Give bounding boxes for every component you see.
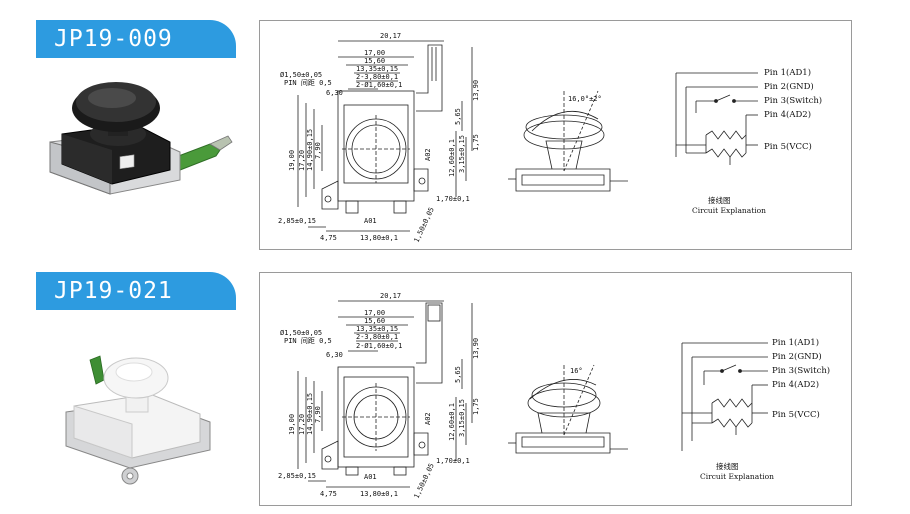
- pin-2-label: Pin 2(GND): [764, 81, 814, 92]
- pin-5-label: Pin 5(VCC): [764, 141, 812, 152]
- dim-w3-2: 13,35±0,15: [356, 325, 398, 333]
- pin-2-label-2: Pin 2(GND): [772, 351, 822, 362]
- dim-w4: 2-3,80±0,1: [356, 73, 398, 81]
- caption-en: Circuit Explanation: [692, 206, 766, 215]
- drawing-panel-1: 20,17 17,00 15,60 13,35±0,15 2-3,80±0,1 …: [259, 20, 852, 250]
- dim-hole-2: Ø1,50±0,05: [280, 329, 322, 337]
- dim-r5-2: 1,75: [472, 398, 480, 415]
- dim-box-b: A02: [424, 148, 432, 161]
- dim-width-top: 20,17: [380, 32, 401, 40]
- dim-w1: 17,00: [364, 49, 385, 57]
- dim-w5-2: 2-Ø1,60±0,1: [356, 342, 402, 350]
- dim-h1: 19,00: [288, 150, 296, 171]
- dim-angle-2: 16°: [570, 367, 583, 375]
- pin-3-label-2: Pin 3(Switch): [772, 365, 830, 376]
- dim-w2: 15,60: [364, 57, 385, 65]
- model-tag-2: JP19-021: [36, 272, 236, 310]
- dim-w4-2: 2-3,80±0,1: [356, 333, 398, 341]
- dim-angle: 16,0°±2°: [568, 95, 602, 103]
- dim-w5: 2-Ø1,60±0,1: [356, 81, 402, 89]
- dim-box-a-2: A01: [364, 473, 377, 481]
- dim-b5-2: 1,70±0,1: [436, 457, 470, 465]
- dim-b1-2: 2,85±0,15: [278, 472, 316, 480]
- pin-5-label-2: Pin 5(VCC): [772, 409, 820, 420]
- dim-r2: 13,90: [472, 80, 480, 101]
- dim-w3: 13,35±0,15: [356, 65, 398, 73]
- pin-1-label-2: Pin 1(AD1): [772, 337, 819, 348]
- dim-hole-note: PIN 间距 0,5: [284, 79, 332, 87]
- dim-b3-2: 13,80±0,1: [360, 490, 398, 498]
- dim-r5: 1,75: [472, 134, 480, 151]
- pin-3-label: Pin 3(Switch): [764, 95, 822, 106]
- model-label-1: JP19-009: [54, 26, 173, 52]
- model-tag-1: JP19-009: [36, 20, 236, 58]
- drawing-panel-2: 20,17 17,00 15,60 13,35±0,15 2-3,80±0,1 …: [259, 272, 852, 506]
- dim-h4-2: 7,90: [314, 406, 322, 423]
- dim-b2: 4,75: [320, 234, 337, 242]
- dim-box-b-2: A02: [424, 412, 432, 425]
- caption-cn-2: 接线图: [716, 461, 739, 471]
- dim-w1-2: 17,00: [364, 309, 385, 317]
- dim-w2-2: 15,60: [364, 317, 385, 325]
- dim-r4: 3,15±0,15: [458, 135, 466, 173]
- pin-4-label-2: Pin 4(AD2): [772, 379, 819, 390]
- dim-h2-2: 17,20: [298, 414, 306, 435]
- joystick-white-photo: [65, 355, 211, 485]
- dim-box-a: A01: [364, 217, 377, 225]
- pin-4-label: Pin 4(AD2): [764, 109, 811, 120]
- dim-r3-2: 12,60±0,1: [448, 403, 456, 441]
- dim-r1-2: 5,65: [454, 366, 462, 383]
- caption-en-2: Circuit Explanation: [700, 472, 774, 481]
- dim-b4: 1,50±0,05: [413, 206, 436, 244]
- dim-hole: Ø1,50±0,05: [280, 71, 322, 79]
- dim-w6: 6,30: [326, 89, 343, 97]
- pin-1-label: Pin 1(AD1): [764, 67, 811, 78]
- dim-b5: 1,70±0,1: [436, 195, 470, 203]
- dim-r1: 5,65: [454, 108, 462, 125]
- model-label-2: JP19-021: [54, 278, 173, 304]
- technical-drawing-2: 20,17 17,00 15,60 13,35±0,15 2-3,80±0,1 …: [278, 292, 830, 500]
- dim-width-top-2: 20,17: [380, 292, 401, 300]
- dim-b2-2: 4,75: [320, 490, 337, 498]
- dim-b3: 13,80±0,1: [360, 234, 398, 242]
- dim-h3: 14,90±0,15: [306, 129, 314, 171]
- dim-h2: 17,20: [298, 150, 306, 171]
- dim-r3: 12,60±0,1: [448, 139, 456, 177]
- dim-r4-2: 3,15±0,15: [458, 399, 466, 437]
- dim-b1: 2,85±0,15: [278, 217, 316, 225]
- caption-cn: 接线图: [708, 195, 731, 205]
- dim-h1-2: 19,00: [288, 414, 296, 435]
- dim-h3-2: 14,90±0,15: [306, 393, 314, 435]
- joystick-black-photo: [49, 82, 233, 195]
- dim-h4: 7,90: [314, 142, 322, 159]
- dim-b4-2: 1,50±0,05: [413, 462, 436, 500]
- dim-hole-note-2: PIN 间距 0,5: [284, 337, 332, 345]
- dim-r2-2: 13,90: [472, 338, 480, 359]
- dim-w6-2: 6,30: [326, 351, 343, 359]
- technical-drawing-1: 20,17 17,00 15,60 13,35±0,15 2-3,80±0,1 …: [278, 32, 822, 244]
